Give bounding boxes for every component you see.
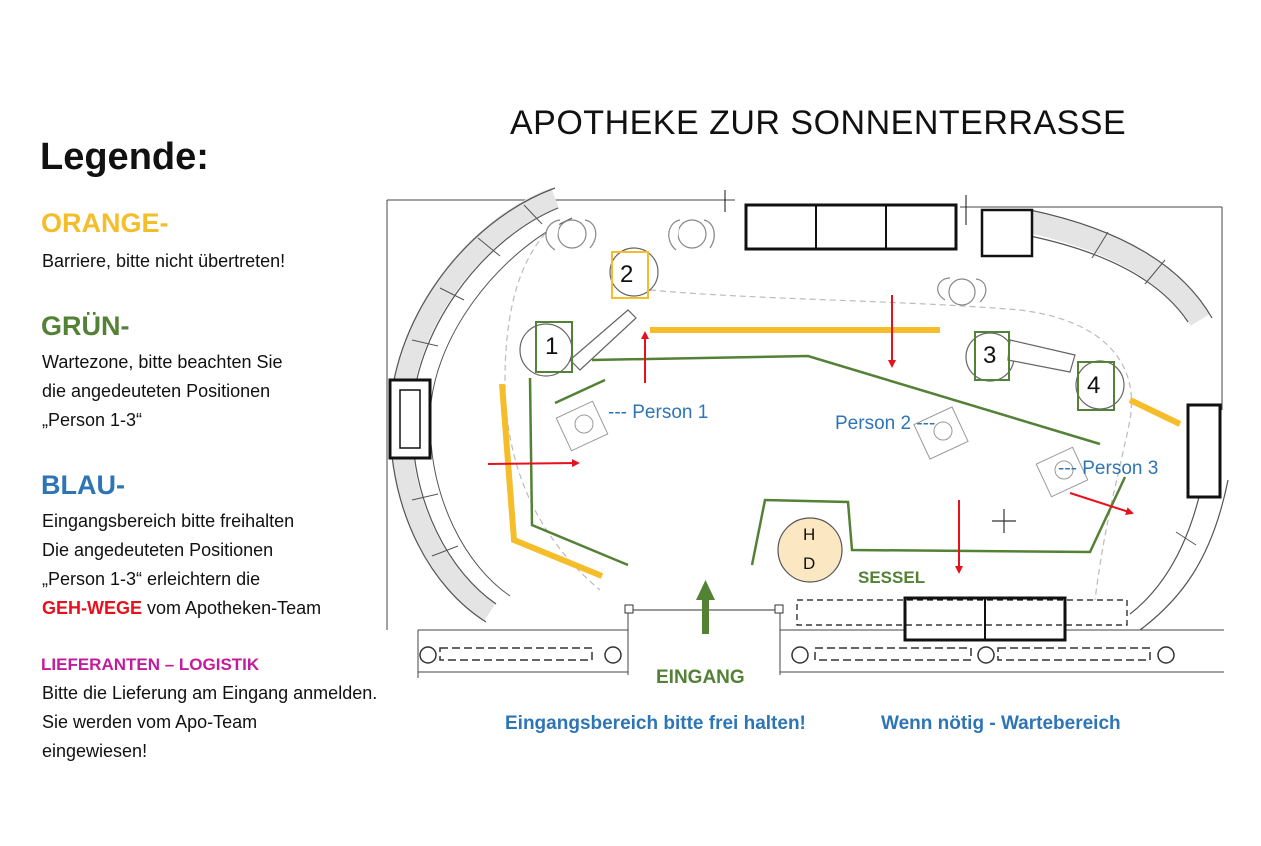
sessel-label: SESSEL [858,568,926,587]
pharmacy-title: APOTHEKE ZUR SONNENTERRASSE [510,104,1127,142]
counter-1-box [535,321,573,373]
hd-chair-circle [777,517,843,583]
counter-4-label: 4 [1087,372,1101,399]
legend-green-line: „Person 1-3“ [42,410,143,430]
staff-figure [545,219,987,306]
eingang-label: EINGANG [656,667,745,688]
person-1-label: --- Person 1 [608,402,709,423]
legend-green-label: GRÜN- [41,311,130,341]
counter-2-label: 2 [620,261,634,288]
red-walkway-arrow [487,295,1134,574]
plus-mark [992,509,1016,533]
sales-area-outline [504,219,1132,601]
left-door-unit [388,378,432,460]
legend-blue-line: „Person 1-3“ erleichtern die [42,569,261,589]
wall-outline [386,199,1224,678]
legend-green-line: Wartezone, bitte beachten Sie [42,352,283,372]
eingang-note: Eingangsbereich bitte frei halten! [505,713,806,734]
person-position-figure [555,400,1089,498]
hd-label-d: D [803,554,816,573]
legend-green-line: die angedeuteten Positionen [42,381,271,401]
legend-green-text: Wartezone, bitte beachten Sie die angede… [42,348,282,435]
legend-logistics-line: Sie werden vom Apo-Team [42,712,258,732]
person-2-label: Person 2 --- [835,413,936,434]
legend-blue-line: Die angedeuteten Positionen [42,540,274,560]
left-door-inner [399,389,421,449]
legend-logistics-line: Bitte die Lieferung am Eingang anmelden. [42,683,378,703]
person-3-label: --- Person 3 [1058,458,1159,479]
geh-wege-highlight: GEH-WEGE [42,598,143,618]
counter-2-box [611,251,649,299]
legend-logistics-text: Bitte die Lieferung am Eingang anmelden.… [42,679,377,766]
green-waiting-line [528,354,1127,567]
legend-orange-text: Barriere, bitte nicht übertreten! [42,251,286,271]
counter-3-box [974,331,1010,381]
bottom-shelf [796,596,1128,642]
hd-label-h: H [803,525,816,544]
counter-4-box [1077,361,1115,411]
legend-logistics-line: eingewiesen! [42,741,148,761]
back-shelf-top [724,190,1034,258]
entrance-arrow [696,580,715,634]
legend-blue-text: Eingangsbereich bitte freihalten Die ang… [42,507,321,623]
legend-blue-line: Eingangsbereich bitte freihalten [42,511,295,531]
window-strip [419,646,1175,664]
right-door-unit [1186,403,1222,499]
counter-3-label: 3 [983,342,997,369]
counter-1-label: 1 [545,333,559,360]
legend-title: Legende: [40,136,209,178]
legend-blue-line: GEH-WEGE vom Apotheken-Team [42,594,321,623]
legend-orange-label: ORANGE- [41,208,169,238]
legend-blue-label: BLAU- [41,470,125,500]
legend-blue-rest: vom Apotheken-Team [142,598,322,618]
warte-note: Wenn nötig - Wartebereich [881,713,1121,734]
legend-logistics-label: LIEFERANTEN – LOGISTIK [41,655,260,674]
